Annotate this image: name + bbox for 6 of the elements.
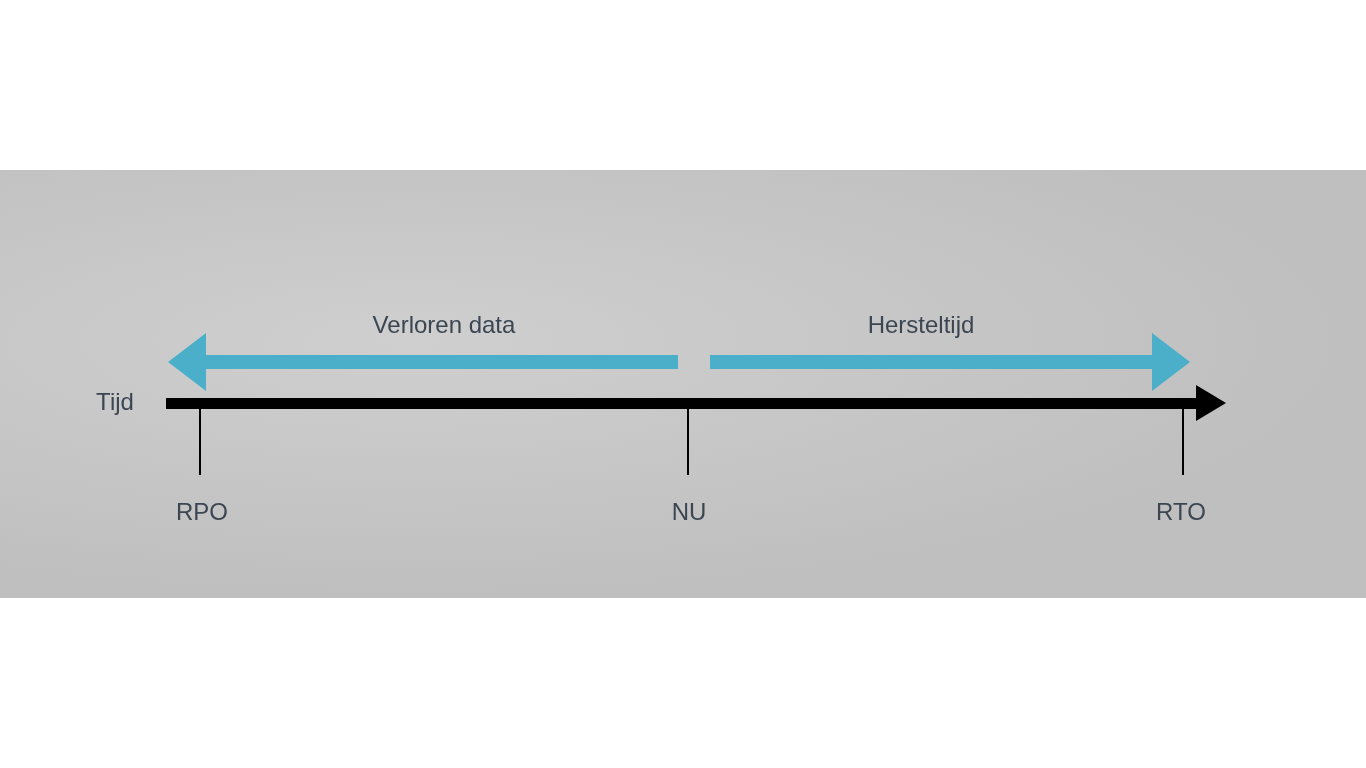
span-label: Hersteltijd xyxy=(867,313,975,337)
span-label: Verloren data xyxy=(372,313,516,337)
tick-label: RTO xyxy=(1156,500,1206,524)
tick-label: RPO xyxy=(176,500,228,524)
tick-label: NU xyxy=(671,500,707,524)
axis-label: Tijd xyxy=(96,390,134,414)
